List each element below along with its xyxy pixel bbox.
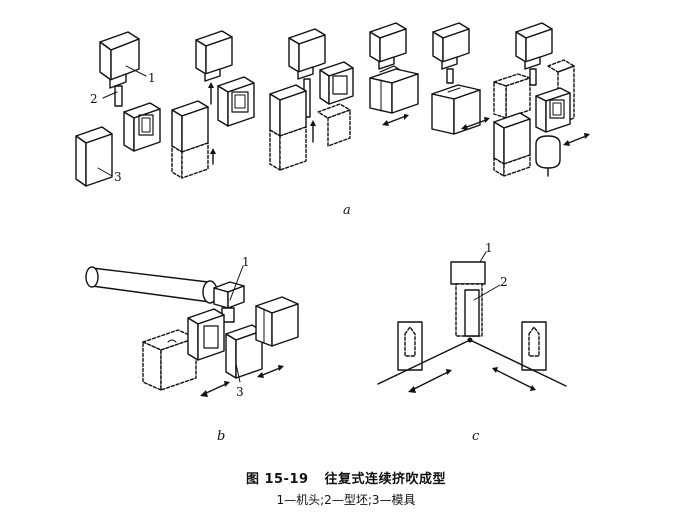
mold-half (217, 76, 255, 127)
callout-3: 3 (114, 170, 122, 184)
mold-closed (369, 65, 419, 114)
mold-right (255, 296, 299, 347)
mold-closed (75, 126, 113, 187)
mold-closed (269, 84, 351, 171)
step-2 (171, 30, 255, 179)
blown-bottle (535, 135, 561, 177)
mold-half (319, 61, 354, 105)
mold-half-open (535, 87, 571, 133)
figure-caption: 图 15-19 往复式连续挤吹成型 (0, 468, 692, 487)
callout-2: 2 (500, 275, 508, 289)
callout-1: 1 (148, 71, 156, 85)
callout-3: 3 (236, 385, 244, 399)
panel-b-label: b (217, 429, 225, 444)
mold-closed (225, 324, 263, 379)
mold-closed (493, 112, 531, 177)
extruder-head (195, 30, 233, 82)
figure-legend: 1—机头;2—型坯;3—模具 (276, 493, 416, 507)
step-5 (431, 22, 531, 135)
mold-right (521, 321, 547, 371)
callout-1: 1 (242, 255, 250, 269)
extruder-barrel (85, 266, 218, 304)
mold-closed (431, 84, 481, 135)
arrow-right (495, 369, 533, 389)
callout-2: 2 (90, 92, 98, 106)
arrow-left (411, 371, 449, 391)
panel-a: 1 2 3 (75, 22, 590, 218)
extruder-head (288, 28, 326, 80)
panel-a-label: a (343, 203, 351, 218)
mold-left (397, 321, 423, 371)
parison (455, 283, 483, 337)
horizontal-arrow (384, 115, 407, 125)
extruder-head (213, 281, 245, 323)
extruder-head (99, 31, 140, 89)
mold-half-dashed (171, 100, 216, 179)
mold-dashed (493, 73, 531, 119)
extruder-head (369, 22, 407, 70)
panel-b: 1 3 b (85, 255, 299, 444)
step-6 (493, 22, 590, 177)
mold-half-open (123, 102, 161, 152)
caption-number: 图 15-19 (245, 472, 309, 487)
mold-half-open (187, 308, 225, 361)
extruder-head (515, 22, 553, 86)
extruder-head (450, 261, 486, 285)
step-4 (369, 22, 419, 126)
step-1: 1 2 3 (75, 31, 161, 187)
step-3 (269, 28, 354, 171)
caption-title: 往复式连续挤吹成型 (324, 472, 447, 487)
mold-dashed (142, 329, 197, 391)
parison (114, 85, 123, 107)
rail-v (377, 337, 567, 387)
panel-c-label: c (472, 429, 480, 444)
panel-c: 1 2 c (377, 241, 567, 444)
extruder-head (432, 22, 470, 84)
callout-1: 1 (485, 241, 493, 255)
